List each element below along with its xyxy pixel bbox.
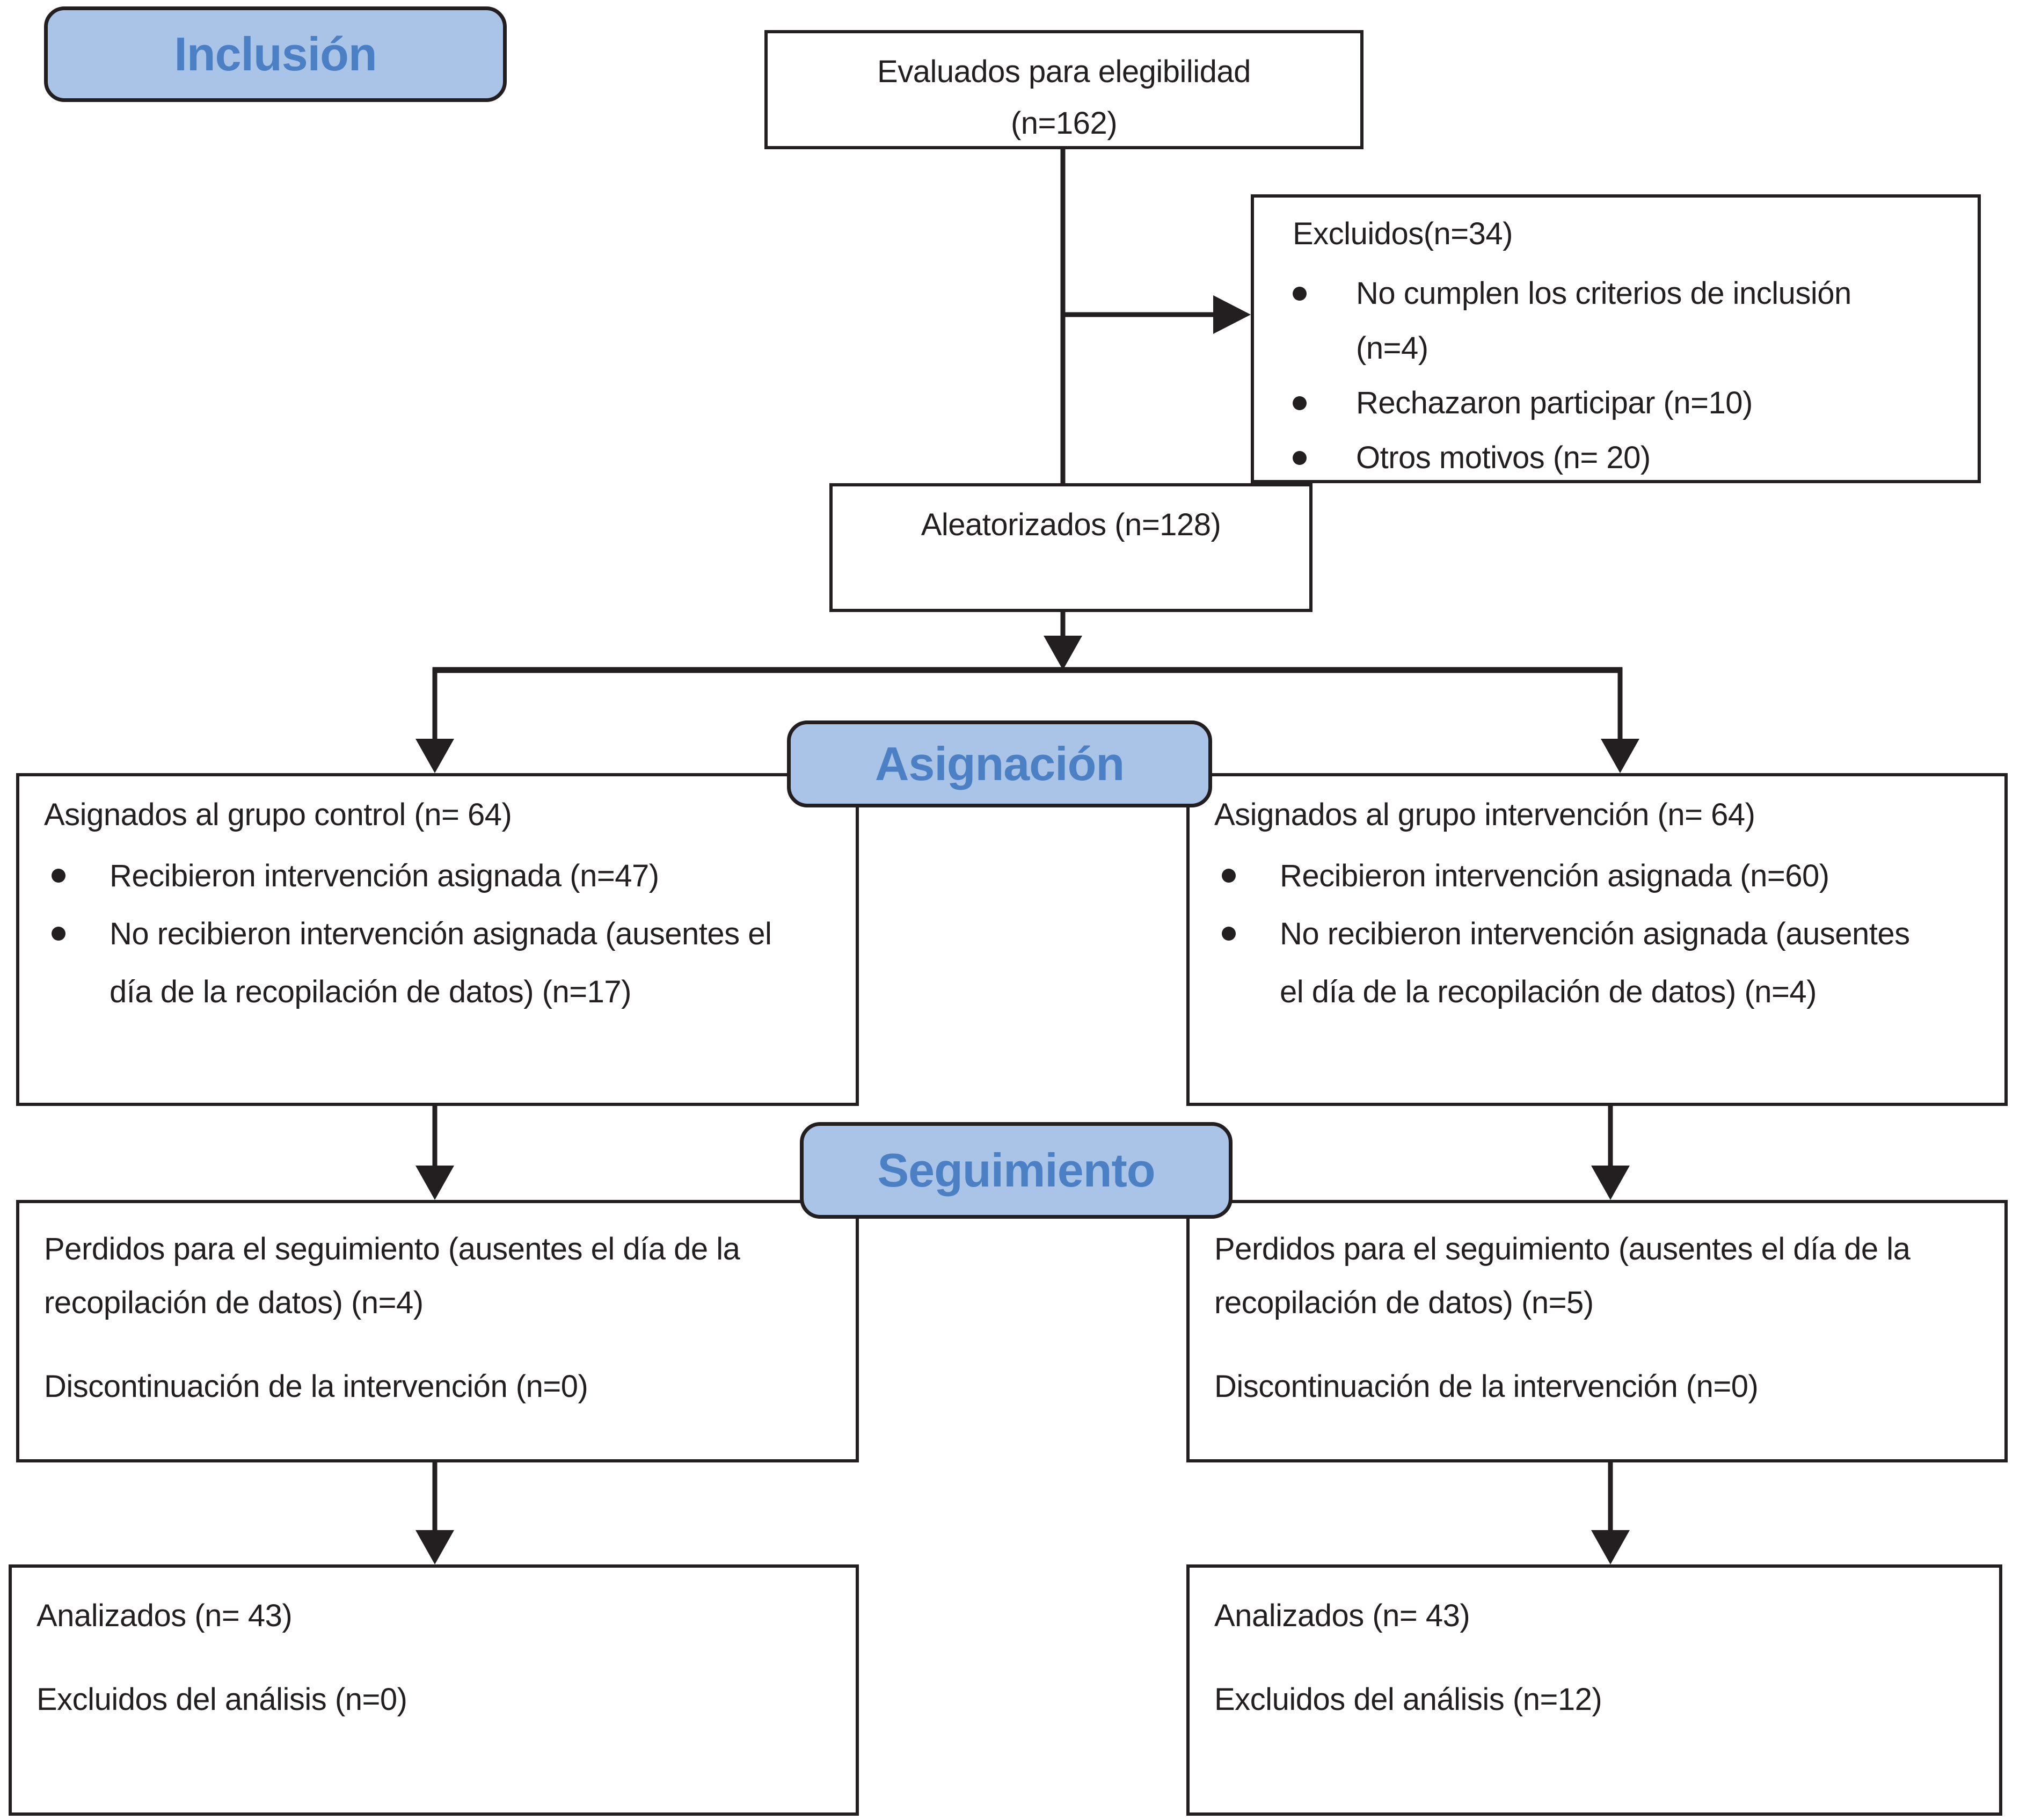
- arrow-branch-to-intervention: [1601, 667, 1639, 773]
- stage-label-inclusion-text: Inclusión: [174, 27, 377, 81]
- stage-label-inclusion: Inclusión: [44, 6, 507, 102]
- intervention-group-bullet: Recibieron intervención asignada (n=60): [1214, 847, 1940, 905]
- stage-label-allocation-text: Asignación: [874, 737, 1125, 790]
- eligibility-box: Evaluados para elegibilidad (n=162): [764, 30, 1364, 149]
- arrow-intervention-to-followup: [1591, 1106, 1630, 1200]
- eligibility-line2: (n=162): [1010, 106, 1118, 141]
- control-group-title: Asignados al grupo control (n= 64): [44, 797, 512, 832]
- excluded-bullet: Otros motivos (n= 20): [1293, 431, 1865, 485]
- intervention-group-bullet-list: Recibieron intervención asignada (n=60) …: [1214, 847, 1940, 1021]
- control-group-bullet-list: Recibieron intervención asignada (n=47) …: [44, 847, 791, 1021]
- arrow-branch-to-control: [415, 667, 454, 773]
- control-followup-line2: Discontinuación de la intervención (n=0): [44, 1369, 588, 1404]
- arrow-control-to-followup: [415, 1106, 454, 1200]
- arrow-control-to-analysis: [415, 1462, 454, 1564]
- control-group-bullet: Recibieron intervención asignada (n=47): [44, 847, 791, 905]
- intervention-followup-box: Perdidos para el seguimiento (ausentes e…: [1186, 1200, 2008, 1462]
- eligibility-line1: Evaluados para elegibilidad: [877, 54, 1251, 89]
- stage-label-allocation: Asignación: [787, 720, 1212, 807]
- intervention-analysis-line2: Excluidos del análisis (n=12): [1214, 1682, 1602, 1717]
- intervention-analysis-box: Analizados (n= 43) Excluidos del análisi…: [1186, 1564, 2002, 1816]
- excluded-bullet-list: No cumplen los criterios de inclusión (n…: [1293, 266, 1865, 485]
- control-group-box: Asignados al grupo control (n= 64) Recib…: [16, 773, 859, 1106]
- control-analysis-line1: Analizados (n= 43): [37, 1598, 293, 1633]
- intervention-group-bullet: No recibieron intervención asignada (aus…: [1214, 905, 1940, 1021]
- arrow-to-excluded: [1063, 295, 1251, 334]
- intervention-group-title: Asignados al grupo intervención (n= 64): [1214, 797, 1755, 832]
- intervention-group-box: Asignados al grupo intervención (n= 64) …: [1186, 773, 2008, 1106]
- randomized-box: Aleatorizados (n=128): [829, 483, 1313, 612]
- excluded-bullet: Rechazaron participar (n=10): [1293, 376, 1865, 431]
- arrow-randomized-to-branch: [1044, 612, 1082, 670]
- intervention-followup-line2: Discontinuación de la intervención (n=0): [1214, 1369, 1759, 1404]
- control-followup-box: Perdidos para el seguimiento (ausentes e…: [16, 1200, 859, 1462]
- randomized-label: Aleatorizados (n=128): [921, 507, 1221, 542]
- control-group-bullet: No recibieron intervención asignada (aus…: [44, 905, 791, 1021]
- stage-label-followup-text: Seguimiento: [877, 1144, 1155, 1197]
- intervention-analysis-line1: Analizados (n= 43): [1214, 1598, 1470, 1633]
- excluded-bullet: No cumplen los criterios de inclusión (n…: [1293, 266, 1865, 376]
- arrow-intervention-to-analysis: [1591, 1462, 1630, 1564]
- control-analysis-box: Analizados (n= 43) Excluidos del análisi…: [9, 1564, 859, 1816]
- intervention-followup-line1: Perdidos para el seguimiento (ausentes e…: [1214, 1232, 1911, 1320]
- excluded-box: Excluidos(n=34) No cumplen los criterios…: [1251, 194, 1981, 483]
- excluded-title: Excluidos(n=34): [1293, 216, 1513, 251]
- control-analysis-line2: Excluidos del análisis (n=0): [37, 1682, 407, 1717]
- control-followup-line1: Perdidos para el seguimiento (ausentes e…: [44, 1232, 740, 1320]
- stage-label-followup: Seguimiento: [800, 1122, 1233, 1219]
